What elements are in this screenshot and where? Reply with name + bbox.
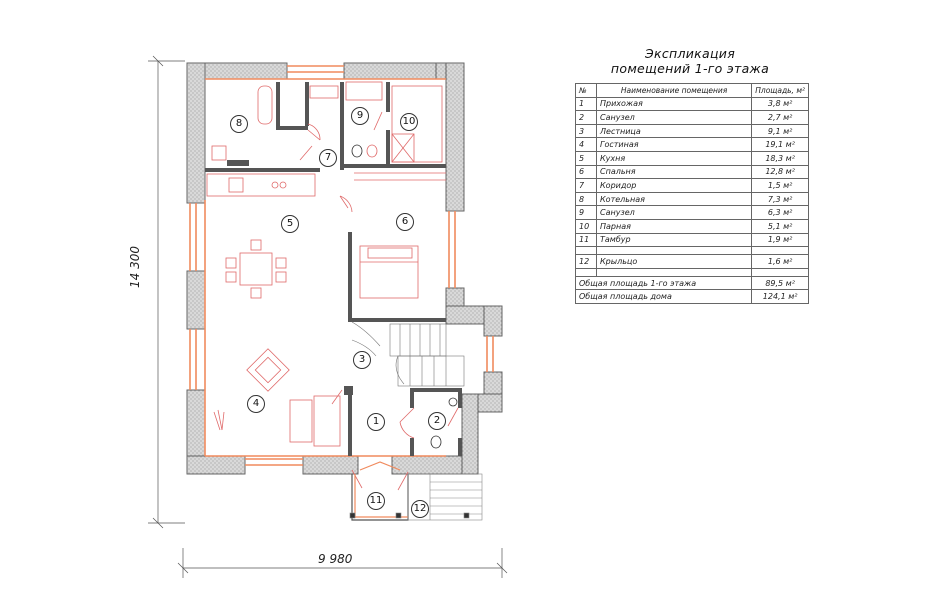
row-num: 10 (575, 218, 597, 234)
header-num: № (575, 83, 597, 98)
porch-12 (349, 473, 483, 521)
table-spacer-row (575, 267, 809, 277)
row-name: Парная (595, 218, 753, 234)
explication-title: Экспликация помещений 1-го этажа (560, 46, 820, 76)
total-area: 89,5 м² (751, 275, 809, 291)
row-name: Кухня (595, 150, 753, 166)
dimension-height: 14 300 (128, 246, 142, 288)
table-spacer-row (575, 246, 809, 256)
row-name: Санузел (595, 205, 753, 220)
row-name: Прихожая (595, 96, 753, 112)
exterior-walls (186, 62, 503, 475)
furniture (206, 81, 458, 449)
interior-walls (205, 82, 462, 456)
row-area: 1,6 м² (751, 254, 809, 269)
explication-title-line1: Экспликация (644, 46, 736, 61)
row-name: Крыльцо (595, 254, 753, 269)
row-name: Спальня (595, 164, 753, 180)
room-number-5: 5 (281, 215, 299, 233)
row-num: 5 (575, 150, 597, 166)
header-area: Площадь, м² (751, 83, 809, 98)
row-name: Гостиная (595, 137, 753, 152)
room-number-1: 1 (367, 413, 385, 431)
room-number-6: 6 (396, 213, 414, 231)
total-area: 124,1 м² (751, 289, 809, 304)
row-area: 3,8 м² (751, 96, 809, 112)
windows (189, 65, 494, 466)
row-name: Лестница (595, 123, 753, 139)
dimension-width: 9 980 (318, 552, 353, 566)
row-num: 12 (575, 254, 597, 269)
header-name: Наименование помещения (595, 83, 753, 98)
room-number-12: 12 (411, 500, 429, 518)
table-header-row: № Наименование помещения Площадь, м² (575, 83, 809, 98)
stairs (351, 321, 465, 387)
total-name: Общая площадь 1-го этажа (574, 275, 753, 291)
row-area: 1,9 м² (751, 232, 809, 248)
doors (299, 111, 459, 491)
room-number-2: 2 (428, 412, 446, 430)
row-area: 9,1 м² (751, 123, 809, 139)
row-num: 1 (575, 96, 597, 112)
row-num: 7 (575, 178, 597, 193)
row-area: 5,1 м² (751, 218, 809, 234)
room-number-11: 11 (367, 492, 385, 510)
row-num: 2 (575, 110, 597, 125)
row-num: 4 (575, 137, 597, 152)
explication-title-line2: помещений 1-го этажа (610, 61, 770, 76)
room-number-10: 10 (400, 113, 418, 131)
row-num: 9 (575, 205, 597, 220)
room-number-8: 8 (230, 115, 248, 133)
room-number-3: 3 (353, 351, 371, 369)
row-area: 1,5 м² (751, 178, 809, 193)
room-number-9: 9 (351, 107, 369, 125)
row-num: 6 (575, 164, 597, 180)
row-num: 3 (575, 123, 597, 139)
row-area: 12,8 м² (751, 164, 809, 180)
row-name: Санузел (595, 110, 753, 125)
row-area: 18,3 м² (751, 150, 809, 166)
room-number-7: 7 (319, 149, 337, 167)
row-area: 2,7 м² (751, 110, 809, 125)
row-area: 7,3 м² (751, 191, 809, 207)
row-name: Тамбур (595, 232, 753, 248)
row-num: 8 (575, 191, 597, 207)
dimension-lines (148, 55, 508, 578)
total-name: Общая площадь дома (574, 289, 753, 304)
row-area: 19,1 м² (751, 137, 809, 152)
row-area: 6,3 м² (751, 205, 809, 220)
row-num: 11 (575, 232, 597, 248)
row-name: Коридор (595, 178, 753, 193)
room-number-4: 4 (247, 395, 265, 413)
row-name: Котельная (595, 191, 753, 207)
